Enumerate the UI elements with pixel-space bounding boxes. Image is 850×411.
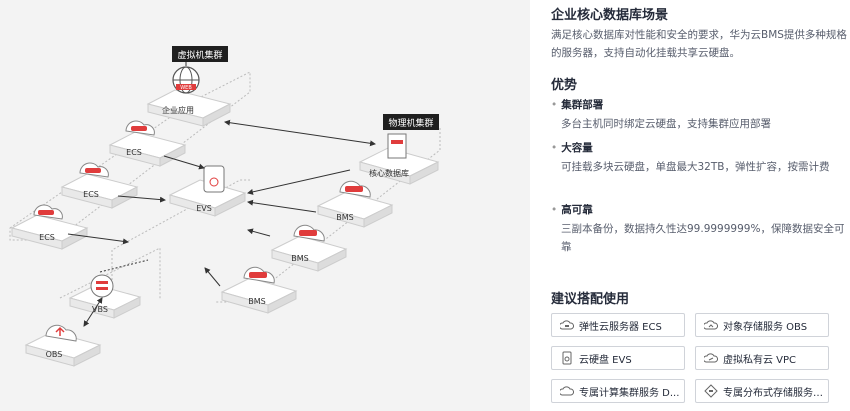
recommend-label: 专属分布式存储服务 ... bbox=[723, 387, 826, 399]
enterprise-app-node: WEB 企业应用 bbox=[146, 66, 232, 127]
ecs-node-3: ECS bbox=[10, 204, 89, 250]
bms-node-2: BMS bbox=[270, 224, 348, 272]
recommend-ecs-button[interactable]: 弹性云服务器 ECS bbox=[551, 313, 685, 337]
recommend-label: 云硬盘 EVS bbox=[579, 354, 632, 366]
architecture-diagram: WEB 企业应用 虚拟机集群 ECS ECS bbox=[0, 0, 530, 411]
physical-cluster-label: 物理机集群 bbox=[388, 117, 433, 129]
bms-node-3: BMS bbox=[220, 266, 298, 314]
bms-node-1: BMS bbox=[316, 180, 394, 228]
ecs-3-label: ECS bbox=[39, 233, 55, 242]
vm-cluster-label: 虚拟机集群 bbox=[177, 49, 222, 61]
core-db-node: 核心数据库 bbox=[358, 133, 440, 185]
disk-icon bbox=[203, 165, 225, 193]
disk-icon bbox=[562, 351, 572, 365]
scenario-title: 企业核心数据库场景 bbox=[551, 8, 669, 23]
ecs-1-label: ECS bbox=[126, 148, 142, 157]
ecs-node-2: ECS bbox=[60, 162, 139, 209]
obs-node: OBS bbox=[24, 324, 102, 367]
advantages-heading: 优势 bbox=[551, 78, 578, 93]
advantage-desc: 多台主机同时绑定云硬盘，支持集群应用部署 bbox=[561, 118, 771, 130]
diagram-canvas: WEB 企业应用 虚拟机集群 ECS ECS bbox=[9, 46, 441, 367]
server-icon bbox=[387, 133, 407, 159]
recommend-dss-button[interactable]: 专属分布式存储服务 ... bbox=[695, 379, 829, 403]
bms-2-label: BMS bbox=[291, 254, 308, 263]
bullet: • bbox=[551, 142, 558, 154]
advantage-title: 集群部署 bbox=[561, 99, 604, 111]
core-db-label: 核心数据库 bbox=[369, 168, 409, 178]
recommend-heading: 建议搭配使用 bbox=[551, 292, 630, 307]
advantage-item: •集群部署 多台主机同时绑定云硬盘，支持集群应用部署 bbox=[551, 97, 847, 133]
bms-3-label: BMS bbox=[248, 297, 265, 306]
bullet: • bbox=[551, 204, 558, 216]
ecs-2-label: ECS bbox=[83, 190, 99, 199]
recommend-label: 对象存储服务 OBS bbox=[723, 321, 808, 333]
ecs-node-1: ECS bbox=[108, 120, 187, 167]
cloud-icon bbox=[560, 386, 574, 396]
advantage-title: 大容量 bbox=[561, 142, 593, 154]
recommend-label: 专属计算集群服务 D... bbox=[579, 387, 680, 399]
recommend-evs-button[interactable]: 云硬盘 EVS bbox=[551, 346, 685, 370]
recommend-obs-button[interactable]: 对象存储服务 OBS bbox=[695, 313, 829, 337]
advantage-title: 高可靠 bbox=[561, 204, 593, 216]
evs-node: EVS bbox=[168, 165, 247, 217]
cloud-storage-icon bbox=[704, 320, 718, 330]
cloud-upload-icon bbox=[45, 324, 77, 342]
evs-label: EVS bbox=[196, 204, 212, 213]
vbs-node: VBS bbox=[68, 274, 142, 319]
bullet: • bbox=[551, 99, 558, 111]
recommend-vpc-button[interactable]: 虚拟私有云 VPC bbox=[695, 346, 829, 370]
recommend-label: 弹性云服务器 ECS bbox=[579, 321, 662, 333]
advantage-item: •高可靠 三副本备份，数据持久性达99.9999999%，保障数据安全可靠 bbox=[551, 202, 847, 256]
advantage-desc: 可挂载多块云硬盘，单盘最大32TB，弹性扩容，按需计费 bbox=[561, 161, 830, 173]
vm-cluster-tag: 虚拟机集群 bbox=[172, 46, 228, 66]
advantage-item: •大容量 可挂载多块云硬盘，单盘最大32TB，弹性扩容，按需计费 bbox=[551, 140, 847, 176]
cloud-server-icon bbox=[560, 320, 574, 330]
web-badge bbox=[176, 84, 196, 90]
recommend-dec-button[interactable]: 专属计算集群服务 D... bbox=[551, 379, 685, 403]
scenario-description: 满足核心数据库对性能和安全的要求，华为云BMS提供多种规格的服务器，支持自动化挂… bbox=[551, 29, 847, 59]
web-badge-text: WEB bbox=[180, 85, 192, 91]
enterprise-app-label: 企业应用 bbox=[162, 105, 194, 115]
bms-1-label: BMS bbox=[336, 213, 353, 222]
diamond-storage-icon bbox=[704, 384, 718, 398]
recommend-label: 虚拟私有云 VPC bbox=[723, 354, 797, 366]
backup-icon bbox=[90, 274, 114, 298]
connectors bbox=[67, 119, 376, 327]
physical-cluster-tag: 物理机集群 bbox=[383, 114, 439, 130]
advantage-desc: 三副本备份，数据持久性达99.9999999%，保障数据安全可靠 bbox=[561, 223, 845, 253]
cloud-network-icon bbox=[704, 353, 718, 363]
obs-label: OBS bbox=[46, 350, 63, 359]
